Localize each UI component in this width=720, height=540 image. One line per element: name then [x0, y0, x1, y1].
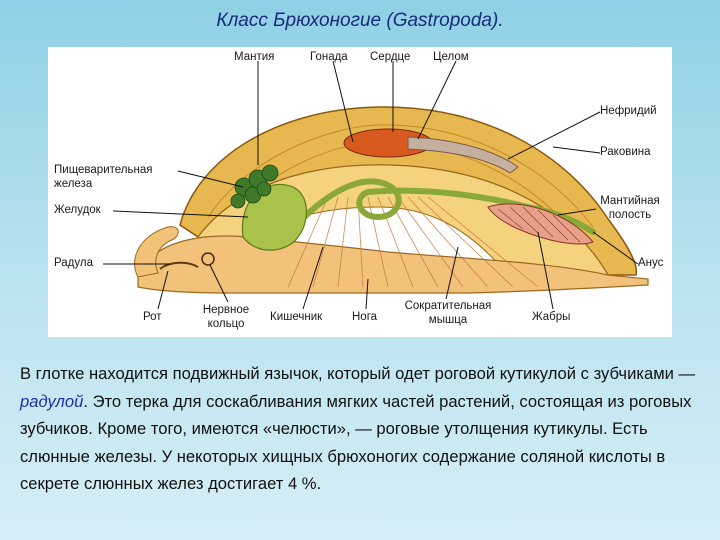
label-mantle-cavity-line2: полость: [608, 209, 652, 221]
label-coelom: Целом: [433, 51, 469, 63]
label-intestine: Кишечник: [270, 311, 323, 323]
radula-shape: [159, 261, 199, 270]
label-retractor-line1: Сократительная: [404, 300, 492, 312]
label-mantle-cavity-line1: Мантийная: [600, 195, 660, 207]
label-nerve-ring-line1: Нервное: [202, 304, 250, 316]
label-foot: Нога: [352, 311, 378, 323]
digestive-gland-shape: [230, 164, 279, 209]
slide-title: Класс Брюхоногие (Gastropoda).: [216, 10, 504, 31]
label-digestive-gland-line1: Пищеварительная: [54, 164, 153, 176]
label-nephridium: Нефридий: [600, 105, 657, 117]
gills-shape: [487, 203, 594, 245]
nephridium-shape: [407, 136, 519, 174]
label-heart: Сердце: [370, 51, 411, 63]
nerve-ring-shape: [201, 252, 215, 266]
label-anus: Анус: [638, 257, 664, 269]
label-nerve-ring-line2: кольцо: [207, 318, 245, 330]
label-shell: Раковина: [600, 146, 651, 158]
gastropod-anatomy-illustration: [103, 60, 649, 310]
description-part1: В глотке находится подвижный язычок, кот…: [20, 364, 696, 383]
label-retractor-line2: мышца: [428, 314, 468, 326]
label-gonad: Гонада: [310, 51, 348, 63]
label-mantle: Мантия: [234, 51, 275, 63]
label-radula: Радула: [54, 257, 93, 269]
radula-term: радулой: [20, 391, 84, 411]
label-stomach: Желудок: [54, 204, 101, 216]
label-gills: Жабры: [532, 311, 571, 323]
description-paragraph: В глотке находится подвижный язычок, кот…: [20, 360, 700, 498]
label-mouth: Рот: [143, 311, 162, 323]
gastropoda-diagram: Мантия Гонада Сердце Целом Нефридий Рако…: [48, 47, 672, 337]
label-digestive-gland-line2: железа: [54, 178, 93, 190]
description-part2: . Это терка для соскабливания мягких час…: [20, 391, 692, 494]
